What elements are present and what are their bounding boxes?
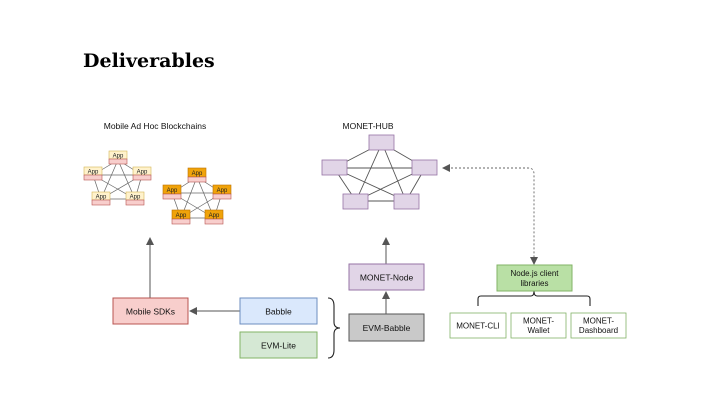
app-node: App <box>212 184 232 200</box>
monet-hub-label: MONET-HUB <box>343 121 394 131</box>
evm-lite-label: EVM-Lite <box>261 341 296 351</box>
nodejs-client-label-line2: libraries <box>520 279 548 288</box>
app-label: App <box>192 171 203 177</box>
hub-node <box>368 134 395 151</box>
mobile-sdks-box <box>112 297 189 325</box>
app-label: App <box>167 188 178 194</box>
app-node: App <box>125 191 145 206</box>
monet-wallet-label-line2: Wallet <box>528 326 551 335</box>
app-node: App <box>204 209 224 225</box>
app-node: App <box>108 150 128 165</box>
monet-node-label: MONET-Node <box>360 273 414 283</box>
app-node: App <box>171 209 191 225</box>
monet-cli-box <box>449 312 507 339</box>
hub-node <box>393 193 420 210</box>
app-label: App <box>217 188 228 194</box>
nodejs-client-label-line1: Node.js client <box>510 269 559 278</box>
monet-dashboard-label-line2: Dashboard <box>579 326 618 335</box>
mobile-sdks-label: Mobile SDKs <box>126 307 175 317</box>
client-brace-icon <box>477 290 591 306</box>
monet-wallet-box <box>510 312 567 339</box>
app-label: App <box>113 154 124 160</box>
hub-node <box>411 159 438 176</box>
mobile-ad-hoc-blockchains-label: Mobile Ad Hoc Blockchains <box>104 121 207 131</box>
monet-hub-graph <box>333 142 426 202</box>
monet-node-box <box>348 263 425 291</box>
nodejs-client-libraries-box <box>496 264 573 292</box>
babble-label: Babble <box>265 307 292 317</box>
hub-to-client-connector <box>442 164 538 265</box>
babble-box <box>239 297 318 325</box>
hub-node <box>321 159 348 176</box>
app-label: App <box>88 170 99 176</box>
app-label: App <box>209 213 220 219</box>
app-node: App <box>162 184 182 200</box>
app-node: App <box>91 191 111 206</box>
app-node: App <box>83 166 103 181</box>
app-label: App <box>130 195 141 201</box>
monet-dashboard-label-line1: MONET- <box>583 317 614 326</box>
evm-babble-box <box>348 313 425 342</box>
evm-lite-box <box>239 331 318 359</box>
app-label: App <box>96 195 107 201</box>
brace-icon <box>327 297 341 359</box>
monet-cli-label: MONET-CLI <box>456 322 500 331</box>
monet-wallet-label-line1: MONET- <box>523 317 554 326</box>
app-node: App <box>187 167 207 183</box>
app-label: App <box>137 170 148 176</box>
monet-dashboard-box <box>570 312 627 339</box>
slide-title: Deliverables <box>83 50 215 72</box>
evm-babble-label: EVM-Babble <box>363 323 411 333</box>
app-node: App <box>132 166 152 181</box>
hub-node <box>342 193 369 210</box>
app-label: App <box>176 213 187 219</box>
